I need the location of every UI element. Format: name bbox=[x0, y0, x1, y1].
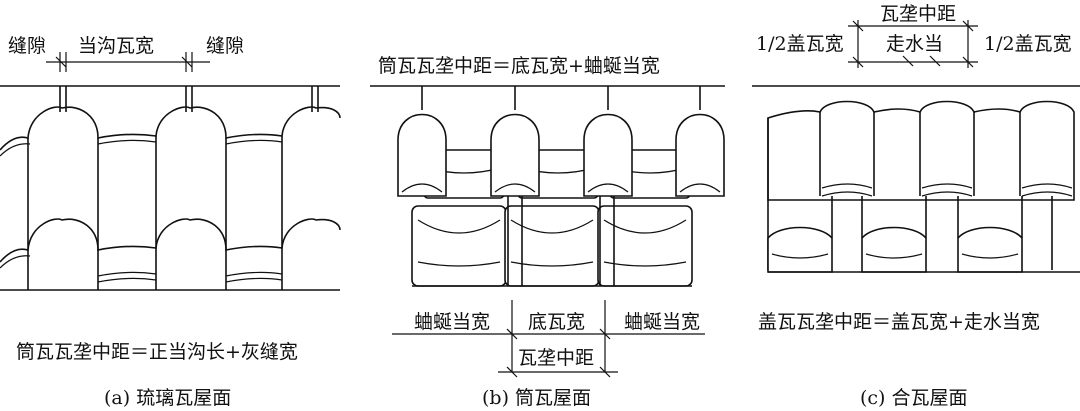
pan-tile bbox=[411, 205, 507, 287]
formula-b: 筒瓦瓦垄中距＝底瓦宽+蛐蜒当宽 bbox=[378, 55, 660, 77]
label-half-cover-right: 1/2盖瓦宽 bbox=[984, 33, 1072, 55]
dimension-arrow bbox=[55, 56, 67, 68]
tile-inner-curve bbox=[771, 253, 1019, 259]
formula-c: 盖瓦瓦垄中距＝盖瓦宽+走水当宽 bbox=[758, 311, 1040, 333]
label-gutter-width: 当沟瓦宽 bbox=[78, 35, 154, 57]
label-row-spacing: 瓦垄中距 bbox=[518, 347, 594, 369]
cover-tile-mouth bbox=[401, 183, 721, 193]
label-half-cover-left: 1/2盖瓦宽 bbox=[756, 33, 844, 55]
cover-tile bbox=[583, 113, 633, 197]
dimension-arrow bbox=[852, 56, 864, 68]
pan-tile bbox=[504, 205, 600, 287]
dimension-arrow bbox=[599, 366, 611, 378]
cover-tile bbox=[675, 113, 725, 197]
tile-wave-upper-inner bbox=[0, 139, 283, 157]
label-groove-width-left: 蛐蜒当宽 bbox=[414, 311, 490, 333]
label-gap-left: 缝隙 bbox=[8, 35, 46, 57]
label-groove-width-right: 蛐蜒当宽 bbox=[624, 311, 700, 333]
label-pan-tile-width: 底瓦宽 bbox=[528, 311, 585, 333]
dimension-arrow bbox=[902, 55, 914, 67]
cover-tile-row-upper bbox=[767, 100, 1075, 201]
formula-a: 筒瓦瓦垄中距＝正当沟长+灰缝宽 bbox=[16, 341, 298, 363]
cover-tile-lower bbox=[957, 226, 1023, 273]
dimension-arrow bbox=[599, 328, 611, 340]
label-water-gap: 走水当 bbox=[886, 33, 943, 55]
panel-b: 筒瓦瓦垄中距＝底瓦宽+蛐蜒当宽 蛐 bbox=[370, 55, 725, 409]
dimension-arrow bbox=[929, 55, 941, 67]
caption-c: (c) 合瓦屋面 bbox=[860, 387, 968, 409]
tile-wave-upper bbox=[0, 106, 341, 151]
dimension-arrow bbox=[962, 56, 974, 68]
cover-tile-lower bbox=[861, 226, 927, 273]
tile-wave-lower-inner bbox=[0, 255, 283, 283]
label-row-spacing-c: 瓦垄中距 bbox=[880, 3, 956, 25]
cover-tile bbox=[397, 113, 447, 197]
pan-tile bbox=[597, 205, 693, 287]
caption-a: (a) 琉璃瓦屋面 bbox=[104, 387, 231, 409]
dimension-arrow bbox=[181, 56, 193, 68]
pan-tile-curve bbox=[417, 219, 687, 234]
cover-tile-mouth bbox=[821, 183, 1073, 189]
label-gap-right: 缝隙 bbox=[206, 35, 244, 57]
panel-a: 缝隙 当沟瓦宽 缝隙 筒瓦瓦垄中距＝正当沟长+灰缝宽 (a) 琉璃瓦 bbox=[0, 35, 341, 409]
cover-tile-mouth bbox=[821, 191, 1073, 197]
dimension-arrow bbox=[962, 20, 974, 32]
panel-c: 瓦垄中距 走水当 1/2盖瓦宽 1/2盖瓦宽 bbox=[752, 3, 1080, 409]
dimension-arrow bbox=[852, 20, 864, 32]
cover-tile bbox=[490, 113, 540, 197]
caption-b: (b) 筒瓦屋面 bbox=[482, 387, 591, 409]
cover-tile-lower bbox=[767, 226, 833, 273]
dimension-arrow bbox=[506, 328, 518, 340]
tile-wave-lower bbox=[0, 218, 341, 263]
pan-tile-curve bbox=[417, 261, 687, 267]
dimension-arrow bbox=[506, 366, 518, 378]
